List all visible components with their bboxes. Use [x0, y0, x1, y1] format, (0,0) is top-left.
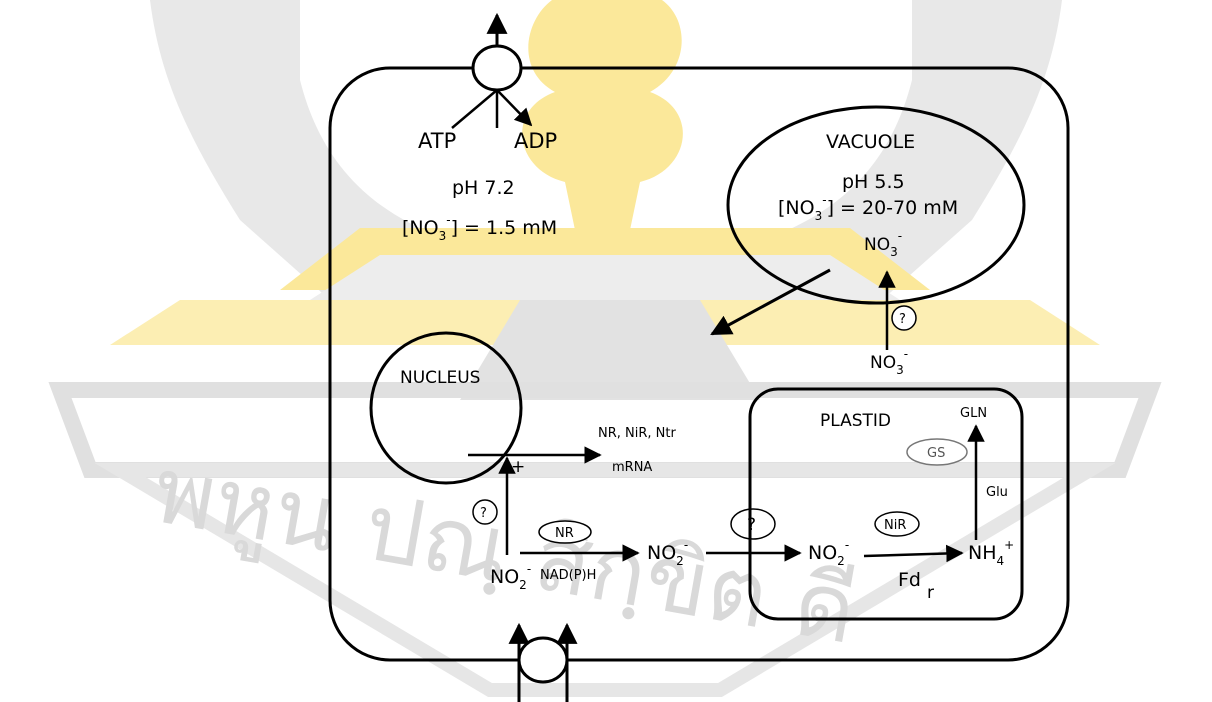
nir-label: NiR — [884, 518, 906, 533]
ammonium-label: NH4+ — [968, 538, 1014, 568]
atp-pump — [452, 15, 531, 128]
gln-label: GLN — [960, 406, 987, 421]
induction-plus: + — [511, 457, 525, 477]
nucleus — [371, 333, 521, 483]
vacuole-title: VACUOLE — [826, 131, 915, 153]
cytoplasm-no3: [NO3-] = 1.5 mM — [402, 213, 557, 243]
nucleus-title: NUCLEUS — [400, 368, 480, 388]
gs-label: GS — [927, 446, 945, 461]
vacuole-no3: [NO3-] = 20-70 mM — [778, 193, 958, 223]
nr-label: NR — [555, 526, 574, 541]
atp-label: ATP — [418, 129, 456, 153]
target-genes: NR, NiR, Ntr — [598, 426, 676, 441]
watermark-seal: พหูน ปณฺ สิกฺขิต ดี — [60, 0, 1150, 690]
plastid-title: PLASTID — [820, 411, 891, 431]
plastid-nitrite: NO2- — [808, 538, 849, 568]
adp-label: ADP — [514, 129, 557, 153]
vacuole-transporter-q: ? — [899, 312, 906, 327]
glu-label: Glu — [986, 485, 1008, 500]
nadph-label: NAD(P)H — [540, 568, 596, 583]
nitrite-transporter-q: ? — [747, 515, 756, 535]
vacuole-ph: pH 5.5 — [842, 171, 905, 193]
cytosol-no3-label: NO3- — [870, 347, 908, 377]
nitrate-sensor-q: ? — [480, 506, 487, 521]
cytoplasm-ph: pH 7.2 — [452, 177, 515, 199]
mrna-label: mRNA — [612, 460, 652, 475]
